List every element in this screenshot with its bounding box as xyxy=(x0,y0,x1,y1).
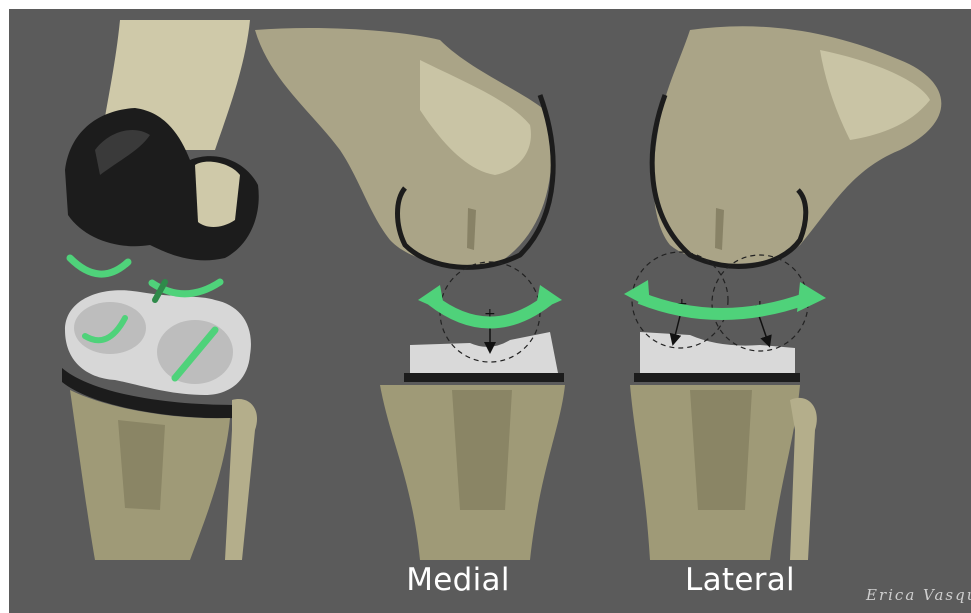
lateral-femur xyxy=(653,26,941,264)
medial-insert xyxy=(410,332,558,373)
lateral-knee-view: + + xyxy=(624,26,941,560)
lateral-tray xyxy=(634,373,800,382)
tibial-stem xyxy=(118,420,165,510)
rotation-arrow-left xyxy=(70,258,128,274)
artist-signature: Erica Vasque xyxy=(866,586,971,604)
medial-knee-view: + xyxy=(255,28,565,560)
intercondylar-notch xyxy=(195,162,240,227)
lateral-rolling-head-right xyxy=(797,282,826,312)
lateral-insert xyxy=(640,332,795,373)
left-knee-view xyxy=(62,20,259,560)
medial-dish xyxy=(74,302,146,354)
fibula xyxy=(225,399,257,560)
lateral-rolling-head-left xyxy=(624,280,650,308)
medial-tibial-stem xyxy=(452,390,512,510)
lateral-tibial-stem xyxy=(690,390,752,510)
medial-rocking-head-left xyxy=(418,285,445,312)
medial-rocking-head-right xyxy=(535,285,562,312)
lateral-rolling-arrow xyxy=(640,298,808,314)
medial-tray xyxy=(404,373,564,382)
medial-label: Medial xyxy=(358,562,558,598)
lateral-fibula xyxy=(790,398,817,560)
lateral-label: Lateral xyxy=(640,562,840,598)
